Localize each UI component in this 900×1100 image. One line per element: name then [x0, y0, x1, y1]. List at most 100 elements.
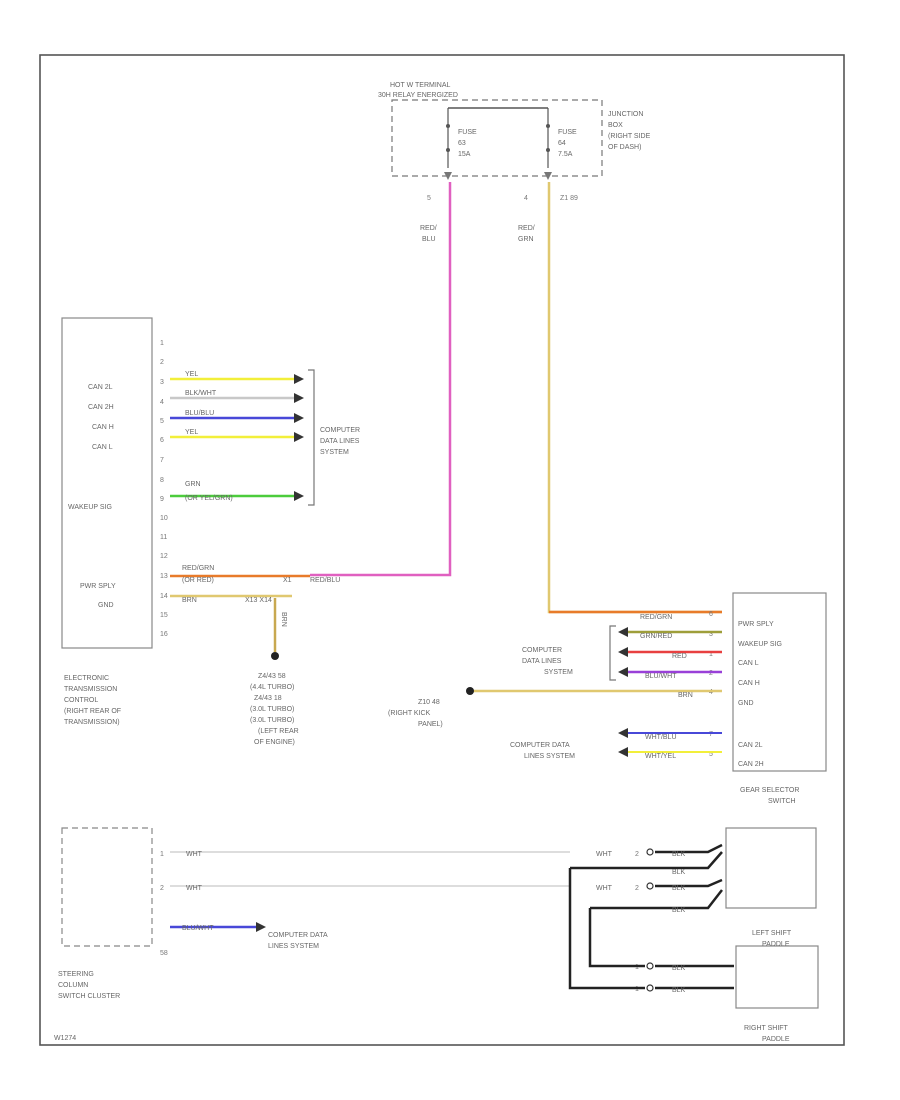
wire-label: GRN	[185, 481, 201, 488]
tcm-signal-can-2h: CAN 2H	[88, 404, 114, 411]
connector-icon	[646, 962, 654, 970]
fuse-63-pin: 5	[427, 195, 431, 202]
wire-label: BLK	[672, 851, 686, 858]
wire-color-label: GRN	[518, 236, 534, 243]
left-paddle-name-1: LEFT SHIFT	[752, 930, 792, 937]
tcm-name-4: (RIGHT REAR OF	[64, 708, 121, 715]
gss-signal: GND	[738, 700, 754, 707]
tcm-pin: 12	[160, 553, 168, 560]
arrow-icon	[294, 491, 304, 501]
gss-pin: 6	[709, 611, 713, 618]
right-paddle-name-2: PADDLE	[762, 1036, 790, 1043]
connector-icon	[646, 984, 654, 992]
ground-point-icon	[271, 652, 279, 660]
gss-name-1: GEAR SELECTOR	[740, 787, 799, 794]
junction-box: HOT W TERMINAL 30H RELAY ENERGIZED FUSE …	[378, 82, 651, 243]
tcm-body	[61, 317, 153, 649]
wire-label: WHT/BLU	[645, 734, 677, 741]
engine-ground-label-1: Z4/43 58	[258, 673, 286, 680]
gss-name-2: SWITCH	[768, 798, 796, 805]
fuse-63-label: FUSE	[458, 129, 477, 136]
gss-pin: 5	[709, 751, 713, 758]
junction-box-label-2: BOX	[608, 122, 623, 129]
wire-label: BRN	[280, 612, 287, 627]
tcm-pin: 6	[160, 437, 164, 444]
gss-ground-label-1: Z10 48	[418, 699, 440, 706]
bracket	[609, 625, 616, 681]
gear-selector-switch: PWR SPLY WAKEUP SIG CAN L CAN H GND CAN …	[388, 592, 827, 805]
shift-paddles: WHT WHT 2 2 1 1 BLK BLK BLK BLK BLK BLK …	[568, 827, 819, 1043]
gss-bracket-label-1: COMPUTER	[522, 647, 562, 654]
paddle-pin: 2	[635, 851, 639, 858]
engine-ground-label: Z4/43 58 (4.4L TURBO) Z4/43 18 (3.0L TUR…	[250, 673, 299, 746]
tcm-pin: 5	[160, 418, 164, 425]
wire-blk	[570, 851, 723, 870]
wire-color-label: RED/	[420, 225, 437, 232]
paddle-pin: 1	[635, 964, 639, 971]
gss-pin: 7	[709, 731, 713, 738]
arrow-icon	[294, 432, 304, 442]
tcm-name-1: ELECTRONIC	[64, 675, 109, 682]
wire-color-label: RED/	[518, 225, 535, 232]
tcm-bracket-label-3: SYSTEM	[320, 449, 349, 456]
wire-label: YEL	[185, 371, 198, 378]
wire-blk	[568, 868, 645, 990]
steering-name-3: SWITCH CLUSTER	[58, 993, 120, 1000]
gss-signal: PWR SPLY	[738, 621, 774, 628]
tcm-signal-can-l: CAN L	[92, 444, 113, 451]
fuse-64-label: FUSE	[558, 129, 577, 136]
ground-point-icon	[466, 687, 474, 695]
wire-label: RED	[672, 653, 687, 660]
wire-label: BLK	[672, 885, 686, 892]
wire-label: BLK	[672, 987, 686, 994]
arrow-icon	[294, 374, 304, 384]
tcm-name-3: CONTROL	[64, 697, 98, 704]
gss-signal: CAN 2H	[738, 761, 764, 768]
wire-label: BLU/BLU	[185, 410, 214, 417]
arrow-icon	[618, 728, 628, 738]
connector-icon	[544, 172, 552, 180]
junction-box-label-3: (RIGHT SIDE	[608, 133, 651, 140]
engine-ground-label-7: OF ENGINE)	[254, 739, 295, 746]
wire-label: BRN	[182, 597, 197, 604]
splice-label: X1	[283, 577, 292, 584]
tcm-name-2: TRANSMISSION	[64, 686, 117, 693]
fuse-64-connector: Z1 89	[560, 195, 578, 202]
wire-label: RED/BLU	[310, 577, 340, 584]
left-paddle-name-2: PADDLE	[762, 941, 790, 948]
connector-icon	[444, 172, 452, 180]
gear-selector-body	[732, 592, 827, 772]
wire-label: BRN	[678, 692, 693, 699]
wire-label: RED/GRN	[182, 565, 214, 572]
tcm-signal-pwr: PWR SPLY	[80, 583, 116, 590]
wire-label: BLU/WHT	[645, 673, 677, 680]
engine-ground-label-2: (4.4L TURBO)	[250, 684, 294, 691]
tcm-bracket-label-2: DATA LINES	[320, 438, 360, 445]
wire-blk	[655, 843, 723, 854]
arrow-icon	[294, 413, 304, 423]
gss-bracket-label-3: SYSTEM	[544, 669, 573, 676]
fuse-box-header-1: HOT W TERMINAL	[390, 82, 451, 89]
tcm-signal-wakeup: WAKEUP SIG	[68, 504, 112, 511]
gss-data-label-1: COMPUTER DATA	[510, 742, 570, 749]
gss-signal: WAKEUP SIG	[738, 641, 782, 648]
engine-ground-label-5: (3.0L TURBO)	[250, 717, 294, 724]
wire-label: WHT	[596, 885, 613, 892]
steering-name-2: COLUMN	[58, 982, 88, 989]
arrow-icon	[618, 747, 628, 757]
wire-red-grn-feed	[547, 182, 722, 614]
wire-label: WHT	[596, 851, 613, 858]
junction-box-label-4: OF DASH)	[608, 144, 641, 151]
gss-pin: 3	[709, 631, 713, 638]
steering-pin: 58	[160, 950, 168, 957]
wire-blk	[588, 908, 645, 968]
gss-pin: 1	[709, 651, 713, 658]
fuse-64-terminal	[546, 124, 550, 128]
arrow-icon	[618, 667, 628, 677]
tcm-bracket-label-1: COMPUTER	[320, 427, 360, 434]
engine-ground-label-4: (3.0L TURBO)	[250, 706, 294, 713]
wire-label: (OR YEL/GRN)	[185, 495, 233, 502]
bracket	[308, 369, 315, 506]
tcm-pin: 7	[160, 457, 164, 464]
gss-bracket-label-2: DATA LINES	[522, 658, 562, 665]
